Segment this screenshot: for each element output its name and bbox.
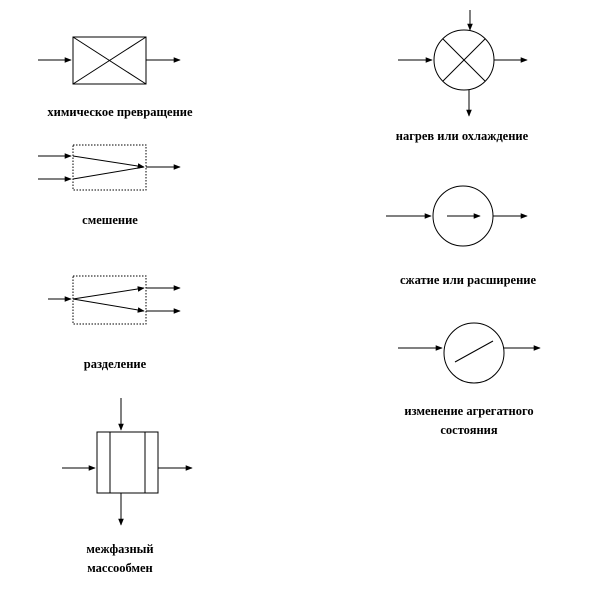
separation-symbol [48,275,181,325]
label-mixing: смешение [82,213,138,227]
compression-expansion-symbol [386,185,528,247]
cross-line [442,38,486,82]
separator-box [72,275,147,325]
label-compression-expansion: сжатие или расширение [399,273,537,287]
mass-exchange-symbol [62,398,193,526]
mixer-box [72,144,147,191]
phase-change-circle [443,322,505,384]
label-heating-cooling: нагрев или охлаждение [395,129,529,143]
label-mass-exchange-line-1: межфазный [86,542,154,556]
split-line-1 [72,286,145,300]
phase-change-symbol [398,322,541,384]
label-mass-exchange-line-2: массообмен [87,561,153,575]
cross-line [72,36,147,85]
merge-line-2 [72,166,145,180]
label-phase-change-line-2: состояния [440,423,498,437]
diagonal-line [454,340,494,363]
merge-line-1 [72,155,145,169]
label-chemical-transformation: химическое превращение [47,105,193,119]
split-line-2 [72,298,145,313]
label-phase-change-line-1: изменение агрегатного [404,404,534,418]
mixing-symbol [38,144,181,191]
exchanger-box [96,431,159,494]
chemical-transformation-symbol [38,36,181,85]
label-separation: разделение [83,357,147,371]
heating-cooling-symbol [398,10,528,117]
